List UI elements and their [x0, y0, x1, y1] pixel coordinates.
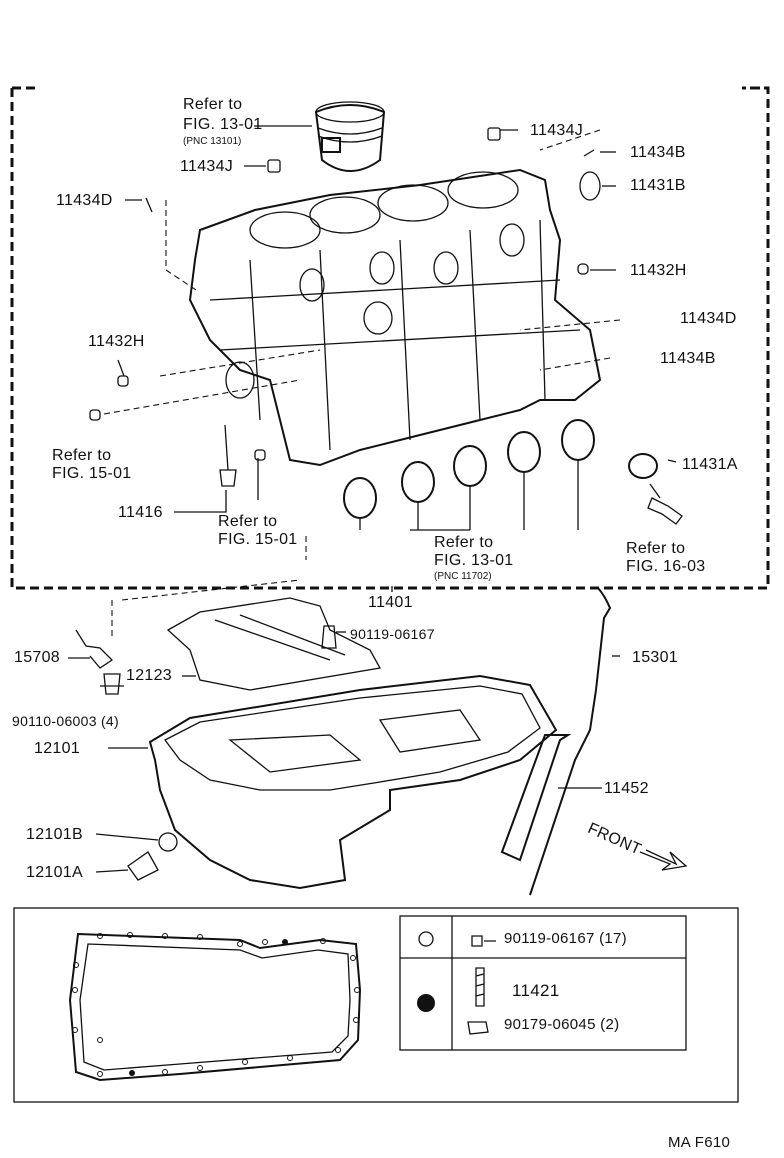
- oil-pan-drawing: [75, 597, 558, 890]
- refer-15-mid-line1: Refer to: [218, 513, 278, 530]
- refer-bearing-pnc: (PNC 11702): [434, 571, 492, 582]
- part-11452: 11452: [604, 780, 649, 797]
- refer-15-left-line2: FIG. 15-01: [52, 465, 132, 482]
- bearings: [343, 419, 658, 531]
- block-small-parts: [89, 127, 601, 487]
- dipstick-drawing: [500, 587, 612, 896]
- open-circle-symbol: [418, 931, 434, 947]
- refer-piston-label-line1: Refer to: [183, 96, 243, 113]
- filled-circle-symbol: [417, 994, 435, 1012]
- refer-piston-label-line2: FIG. 13-01: [183, 116, 263, 133]
- gasket-box: [13, 907, 739, 1103]
- oil-sender-drawing: [647, 497, 683, 525]
- cylinder-block-drawing: [188, 168, 602, 467]
- part-11434D-right: 11434D: [680, 310, 737, 327]
- part-11434J-top: 11434J: [530, 122, 584, 139]
- legend-table: [399, 915, 687, 1051]
- part-12101B: 12101B: [26, 826, 83, 843]
- refer-15-mid-line2: FIG. 15-01: [218, 531, 298, 548]
- legend-11421: 11421: [512, 981, 560, 1000]
- refer-16-line2: FIG. 16-03: [626, 558, 706, 575]
- legend-90179: 90179-06045 (2): [504, 1016, 620, 1033]
- part-11431B: 11431B: [630, 177, 686, 194]
- piston-drawing: [314, 101, 386, 172]
- part-11434B-top: 11434B: [630, 144, 686, 161]
- figure-code: MA F610: [668, 1134, 731, 1151]
- front-arrow: [639, 849, 688, 871]
- part-11434D-left: 11434D: [56, 192, 113, 209]
- part-11401: 11401: [368, 594, 413, 611]
- refer-bearing-line2: FIG. 13-01: [434, 552, 514, 569]
- part-12101: 12101: [34, 740, 80, 757]
- refer-15-left-line1: Refer to: [52, 447, 112, 464]
- part-11432H-right: 11432H: [630, 262, 687, 279]
- part-90110: 90110-06003 (4): [12, 713, 119, 729]
- legend-90119: 90119-06167 (17): [504, 930, 627, 947]
- refer-bearing-line1: Refer to: [434, 534, 494, 551]
- leader-lines: [68, 125, 700, 873]
- part-11432H-left: 11432H: [88, 333, 145, 350]
- part-12101A: 12101A: [26, 864, 83, 881]
- part-90119-top: 90119-06167: [350, 626, 435, 642]
- part-15301: 15301: [632, 649, 678, 666]
- part-15708: 15708: [14, 649, 60, 666]
- part-11431A: 11431A: [682, 456, 738, 473]
- refer-piston-pnc: (PNC 13101): [183, 136, 242, 147]
- part-11434J-left: 11434J: [180, 158, 234, 175]
- part-11434B-right: 11434B: [660, 350, 716, 367]
- part-11416: 11416: [118, 504, 163, 521]
- part-12123: 12123: [126, 667, 172, 684]
- block-group-frame: [10, 86, 770, 590]
- refer-16-line1: Refer to: [626, 540, 686, 557]
- gasket-drawing: [68, 932, 362, 1082]
